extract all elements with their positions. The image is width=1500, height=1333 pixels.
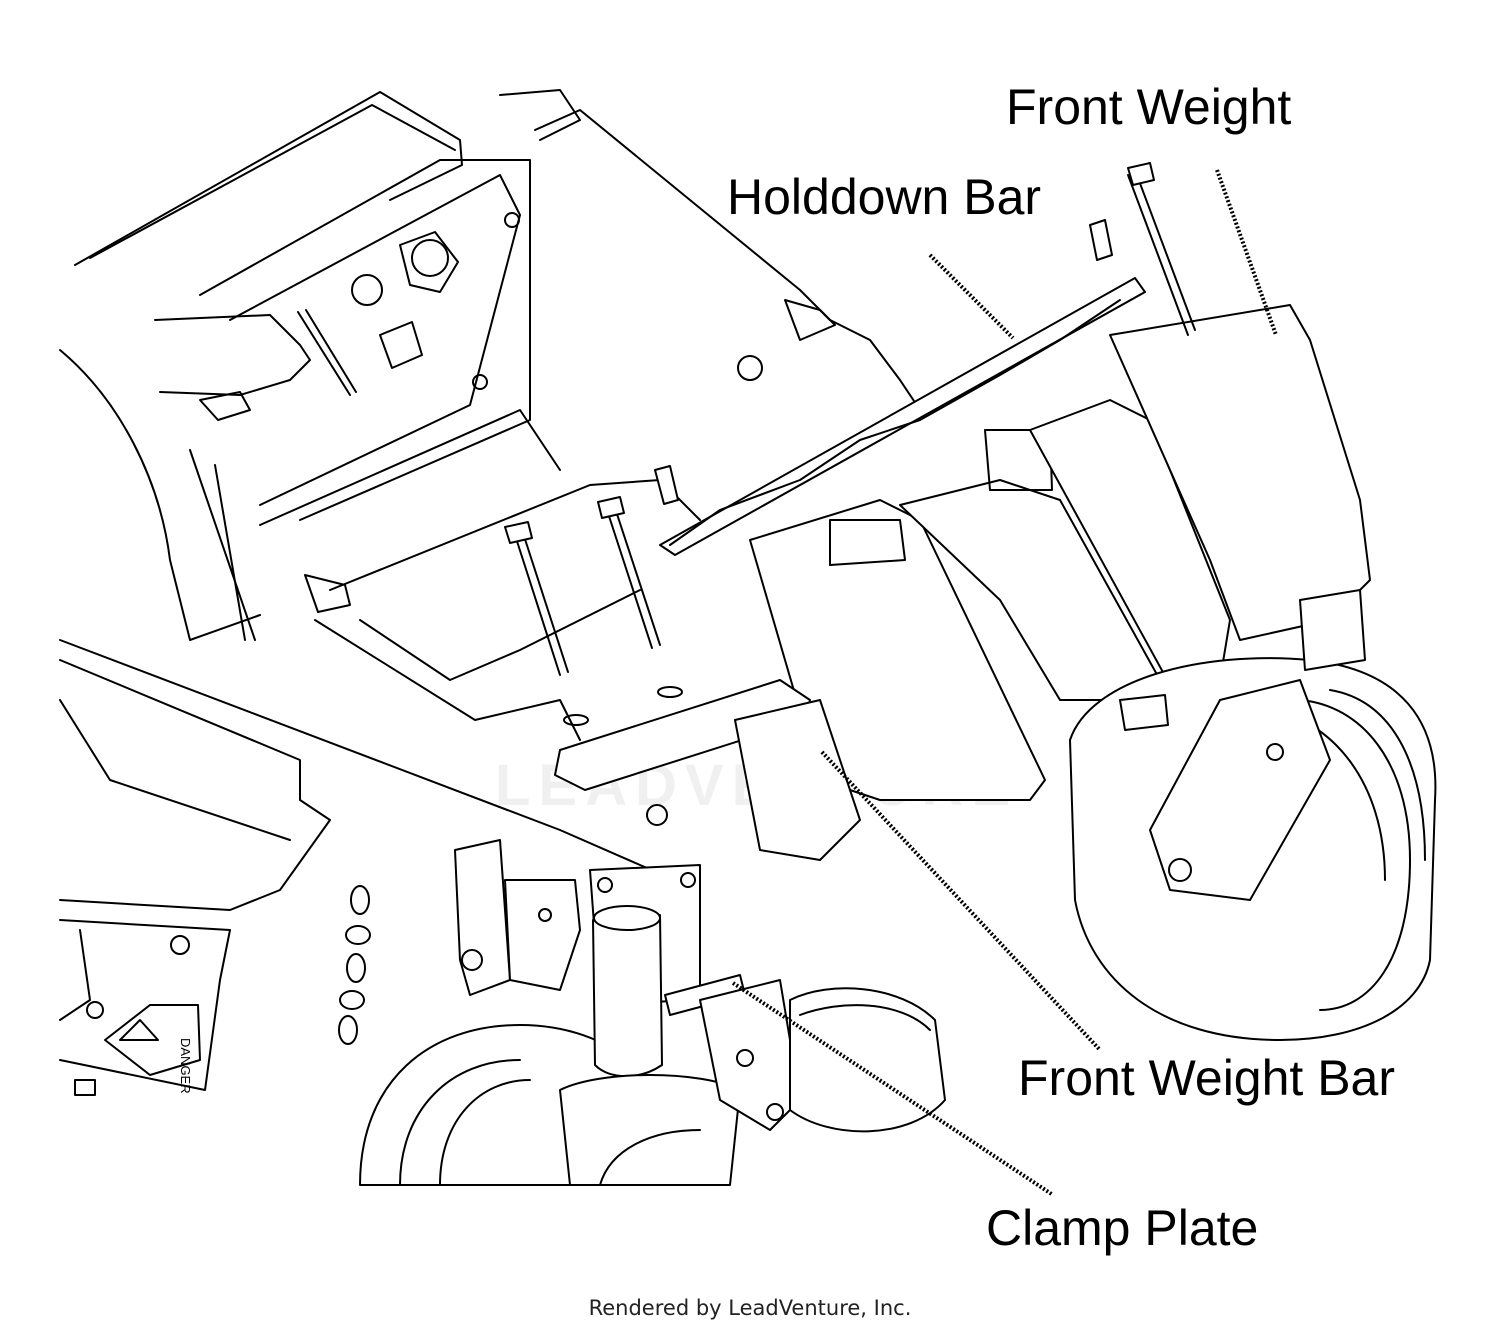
leader-holddown-bar [928, 253, 1015, 340]
front-weight-bar [554, 679, 861, 861]
holddown-bar [659, 277, 1146, 556]
label-holddown-bar: Holddown Bar [727, 169, 1042, 225]
label-clamp-plate: Clamp Plate [986, 1200, 1259, 1256]
label-front-weight-bar: Front Weight Bar [1018, 1050, 1396, 1106]
danger-decal-text: DANGER [178, 1038, 193, 1094]
label-front-weight: Front Weight [1006, 79, 1292, 135]
leader-front-weight [1215, 169, 1278, 336]
render-credit: Rendered by LeadVenture, Inc. [588, 1296, 912, 1320]
control-levers [59, 314, 311, 641]
caster-wheel-right [1069, 589, 1437, 1041]
lower-frame [59, 919, 231, 1096]
clamp-plate [664, 974, 946, 1133]
control-housing [74, 89, 581, 521]
mower-deck-plate [59, 109, 921, 911]
deck-bolts [504, 465, 683, 826]
caster-wheel-left [359, 864, 741, 1186]
leader-lines [731, 169, 1278, 1197]
safety-chain [338, 839, 581, 1045]
